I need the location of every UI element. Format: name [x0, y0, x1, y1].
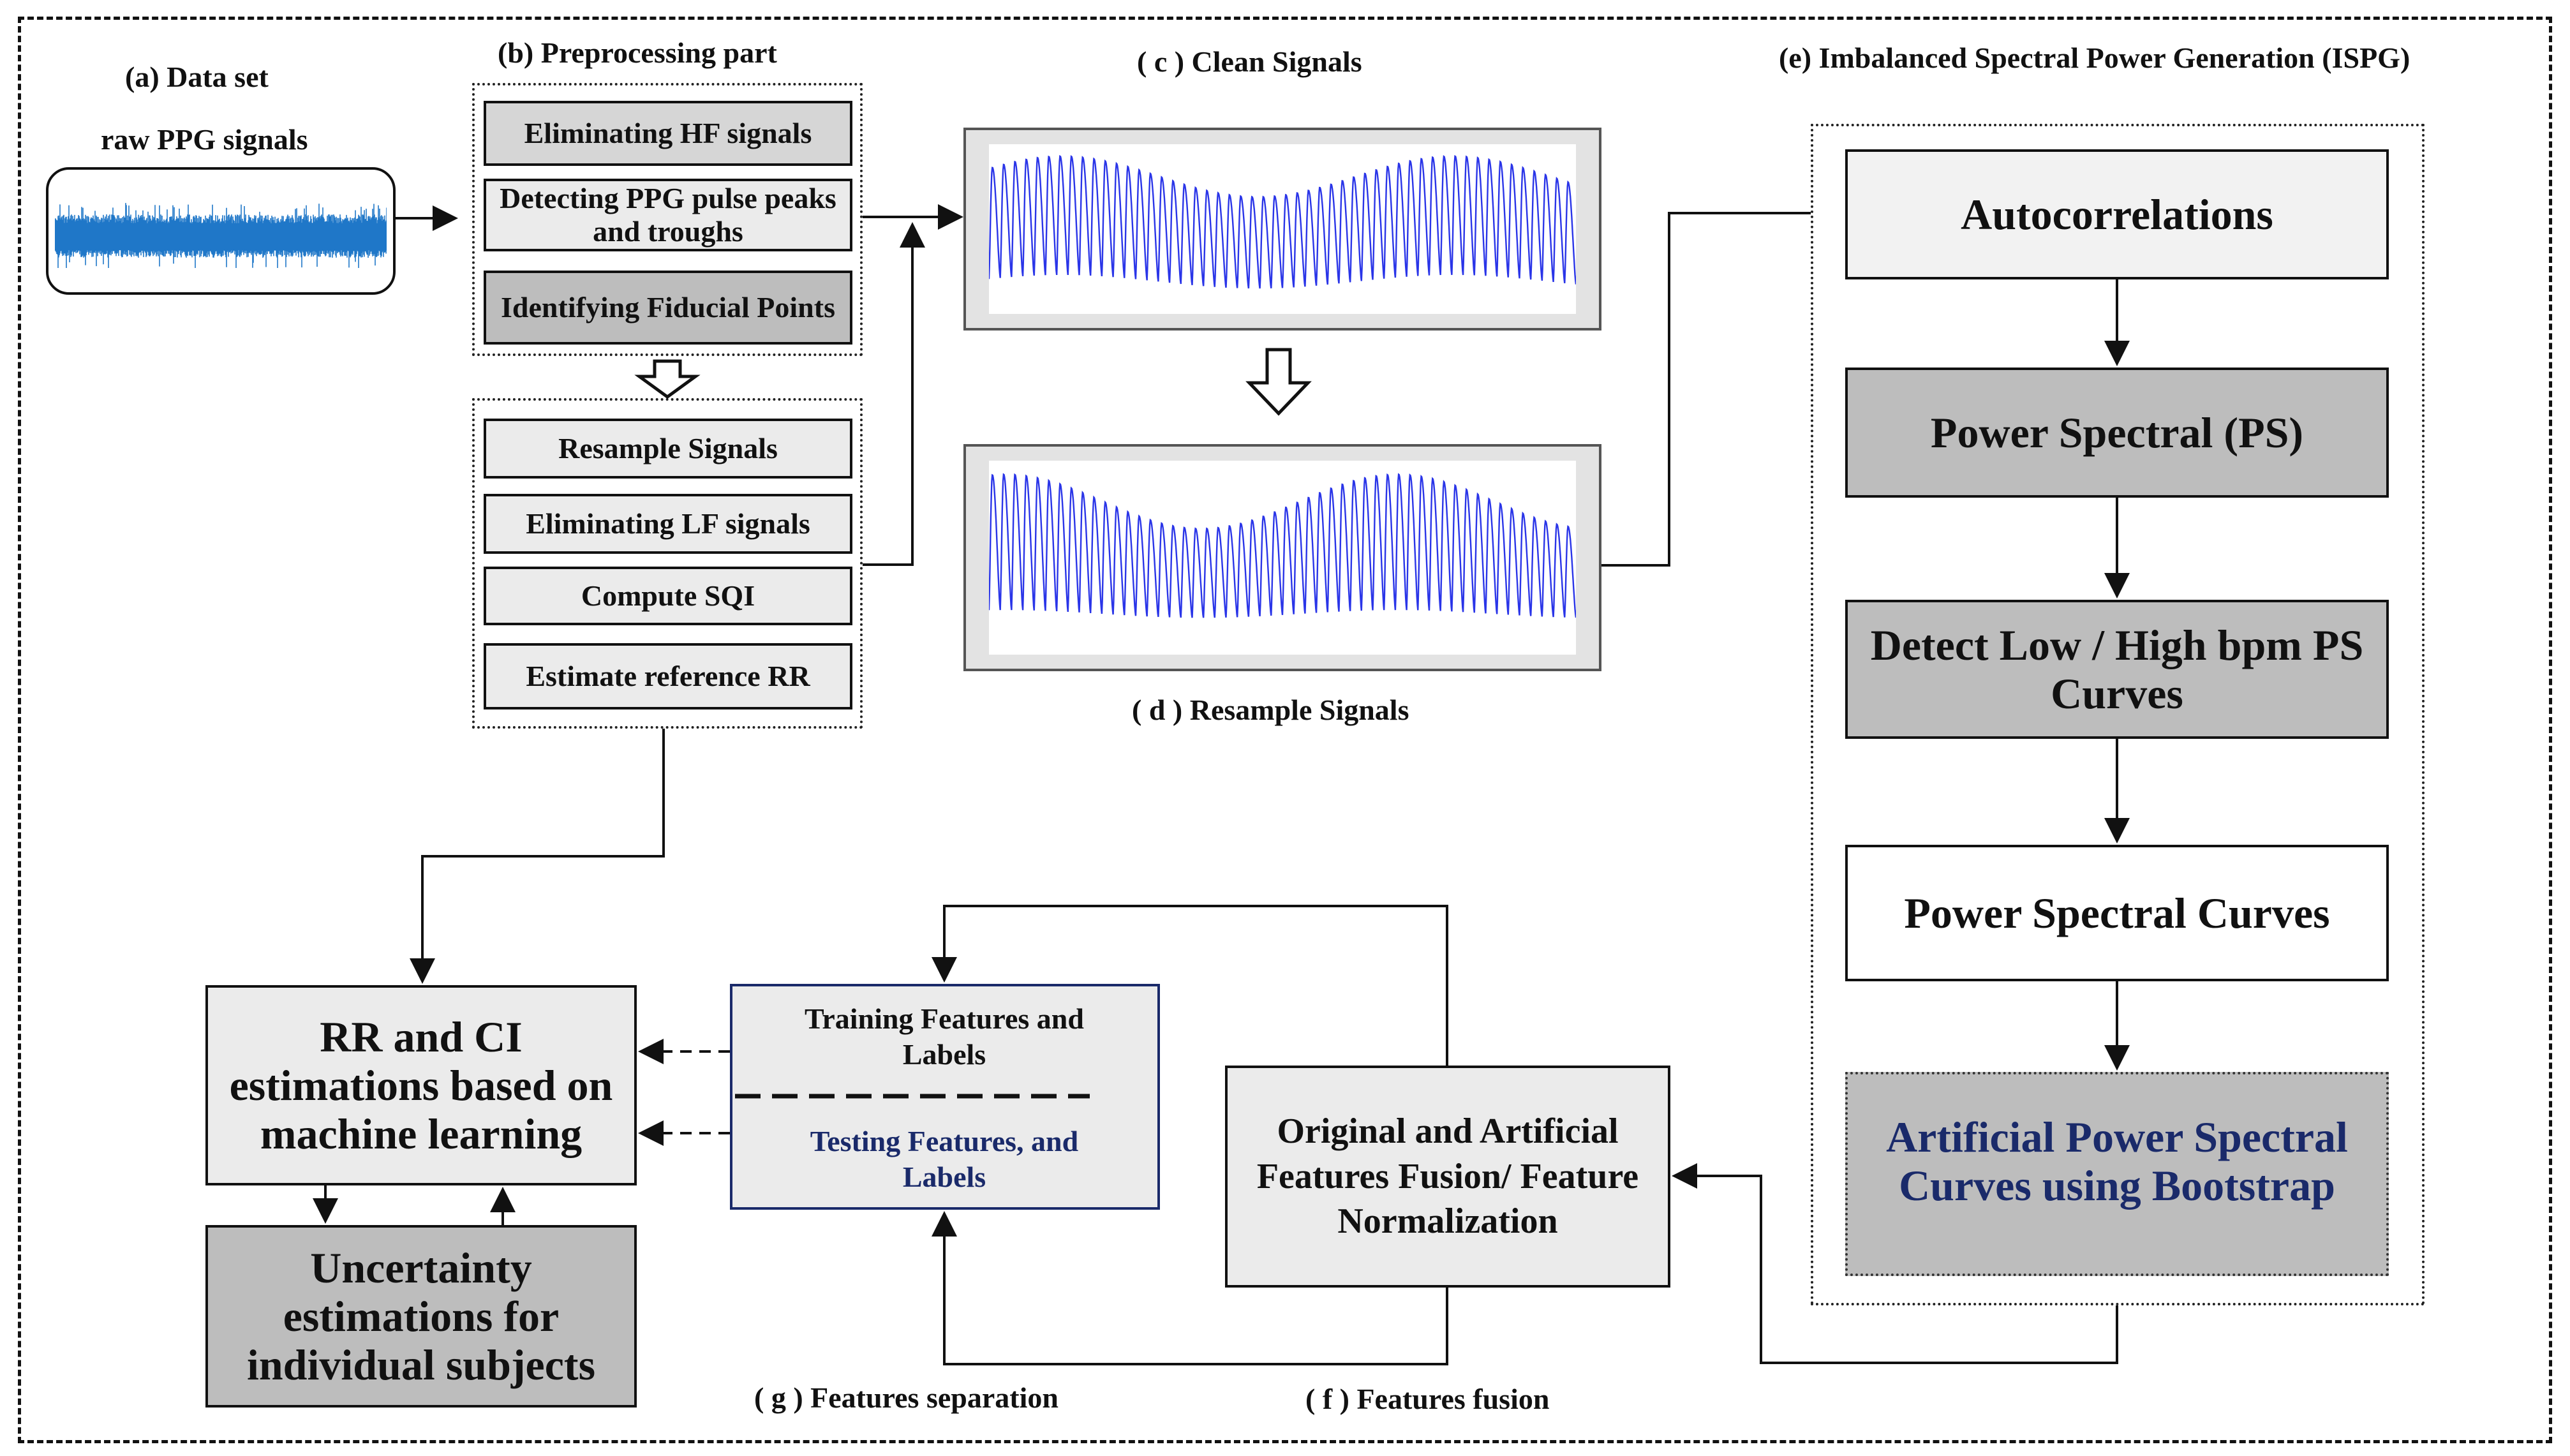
uncertainty-estimation-box: Uncertainty estimations for individual s… — [205, 1225, 637, 1408]
eliminate-lf-box: Eliminating LF signals — [484, 494, 852, 554]
resample-signals-box: Resample Signals — [484, 419, 852, 479]
estimate-rr-box: Estimate reference RR — [484, 643, 852, 709]
autocorrelations-box: Autocorrelations — [1845, 149, 2389, 279]
waveform-line — [988, 154, 1577, 289]
ispg-label: (e) Imbalanced Spectral Power Generation… — [1779, 41, 2410, 74]
waveform-line — [988, 473, 1577, 618]
raw-signal-band — [55, 203, 387, 268]
dataset-label: (a) Data set — [125, 61, 269, 93]
clean-signals-label: ( c ) Clean Signals — [1137, 45, 1362, 78]
raw-signals-label: raw PPG signals — [101, 123, 308, 156]
clean-signal-panel — [963, 128, 1601, 331]
power-spectral-box: Power Spectral (PS) — [1845, 368, 2389, 498]
features-fusion-label: ( f ) Features fusion — [1305, 1383, 1550, 1415]
preprocessing-label: (b) Preprocessing part — [498, 36, 777, 69]
raw-signal-box — [46, 167, 396, 295]
outer-frame — [18, 17, 2552, 1443]
preprocessing-group-top — [472, 83, 863, 356]
resample-signal-panel — [963, 444, 1601, 671]
artificial-curves-box: Artificial Power Spectral Curves using B… — [1845, 1072, 2389, 1276]
resample-signal-waveform — [988, 473, 1577, 618]
compute-sqi-box: Compute SQI — [484, 567, 852, 625]
features-fusion-box: Original and Artificial Features Fusion/… — [1225, 1066, 1670, 1288]
power-spectral-curves-box: Power Spectral Curves — [1845, 845, 2389, 981]
fiducial-points-box: Identifying Fiducial Points — [484, 271, 852, 345]
clean-signal-waveform — [988, 154, 1577, 289]
rr-ci-estimation-box: RR and CI estimations based on machine l… — [205, 985, 637, 1185]
detect-bpm-curves-box: Detect Low / High bpm PS Curves — [1845, 600, 2389, 739]
detect-peaks-box: Detecting PPG pulse peaks and troughs — [484, 179, 852, 251]
preprocessing-group-bottom — [472, 398, 863, 729]
features-separation-label: ( g ) Features separation — [754, 1381, 1058, 1414]
raw-ppg-waveform — [55, 203, 387, 268]
training-features-label: Training Features and Labels — [805, 1002, 1084, 1071]
resample-signals-label: ( d ) Resample Signals — [1132, 694, 1409, 726]
testing-features-label: Testing Features, and Labels — [810, 1124, 1079, 1193]
eliminate-hf-box: Eliminating HF signals — [484, 101, 852, 166]
